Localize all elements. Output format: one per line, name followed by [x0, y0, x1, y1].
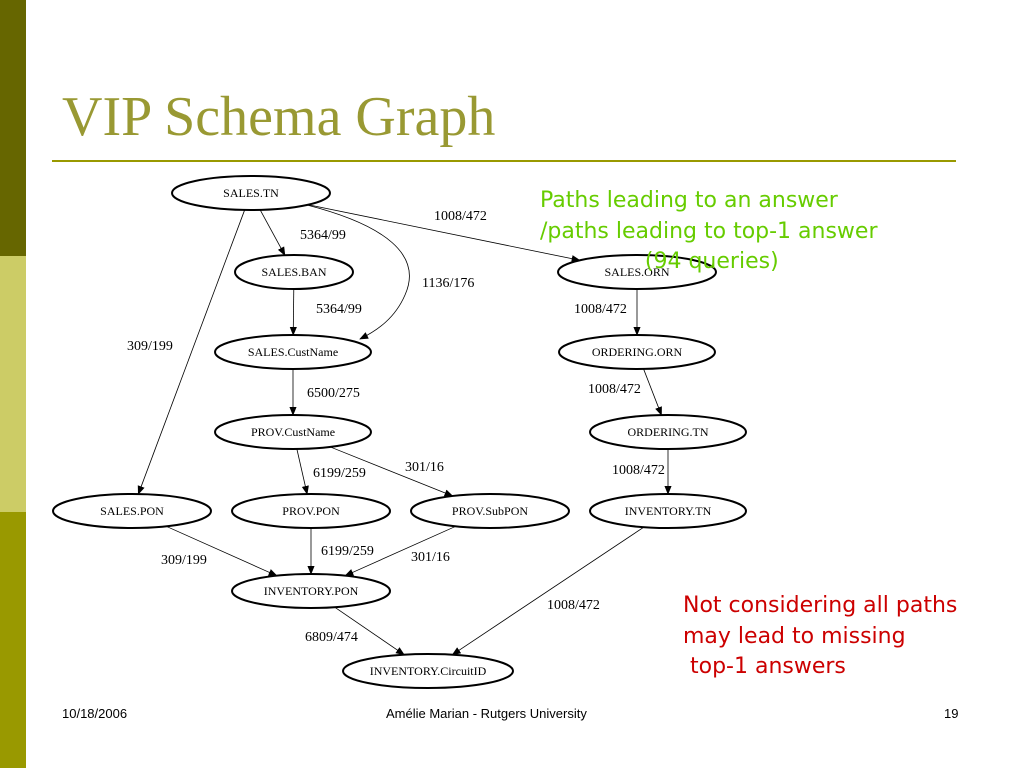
node-label: INVENTORY.TN [625, 504, 712, 518]
node-label: INVENTORY.CircuitID [370, 664, 487, 678]
node-ellipse [234, 254, 354, 290]
node-label: PROV.CustName [251, 425, 335, 439]
edge-label-prov-custname-to-prov-pon: 6199/259 [313, 466, 366, 481]
node-sales-custname: SALES.CustName [214, 334, 372, 370]
edge-label-sales-tn-to-sales-custname: 1136/176 [422, 276, 474, 291]
edge-label-inventory-tn-to-inventory-circuitid: 1008/472 [547, 598, 600, 613]
node-sales-orn: SALES.ORN [557, 254, 717, 290]
node-label: SALES.ORN [604, 265, 669, 279]
node-label: ORDERING.ORN [592, 345, 683, 359]
edge-label-prov-custname-to-prov-subpon: 301/16 [405, 460, 444, 475]
edge-inventory-tn-to-inventory-circuitid [451, 526, 644, 656]
node-label: SALES.PON [100, 504, 164, 518]
slide-title: VIP Schema Graph [62, 86, 496, 148]
edge-label-sales-pon-to-inventory-pon: 309/199 [161, 553, 207, 568]
node-ellipse [558, 334, 716, 370]
node-ellipse [214, 334, 372, 370]
node-ellipse [410, 493, 570, 529]
node-ellipse [52, 493, 212, 529]
edge-sales-tn-to-sales-ban [259, 209, 286, 256]
edge-prov-custname-to-prov-pon [296, 448, 309, 495]
edge-sales-tn-to-sales-custname [306, 204, 410, 340]
warning-note: Not considering all paths may lead to mi… [683, 593, 958, 679]
edge-label-prov-pon-to-inventory-pon: 6199/259 [321, 544, 374, 559]
node-ellipse [231, 573, 391, 609]
node-prov-pon: PROV.PON [231, 493, 391, 529]
node-label: INVENTORY.PON [264, 584, 359, 598]
sidebar-segment-dark [0, 0, 26, 256]
edge-sales-tn-to-sales-pon [137, 209, 246, 495]
node-ellipse [557, 254, 717, 290]
footer-page-number: 19 [944, 706, 959, 721]
edge-label-ordering-tn-to-inventory-tn: 1008/472 [612, 463, 665, 478]
edge-label-inventory-pon-to-inventory-circuitid: 6809/474 [305, 630, 358, 645]
edge-prov-subpon-to-inventory-pon [344, 525, 456, 577]
sidebar-segment-light [0, 256, 26, 512]
node-label: PROV.SubPON [452, 504, 528, 518]
edge-label-sales-ban-to-sales-custname: 5364/99 [316, 302, 362, 317]
node-inventory-circuitid: INVENTORY.CircuitID [342, 653, 514, 689]
edge-label-sales-custname-to-prov-custname: 6500/275 [307, 386, 360, 401]
node-label: SALES.TN [223, 186, 279, 200]
node-ellipse [231, 493, 391, 529]
edge-sales-ban-to-sales-custname [289, 288, 297, 336]
edge-label-sales-tn-to-sales-orn: 1008/472 [434, 209, 487, 224]
sidebar-segment-mid [0, 512, 26, 768]
node-sales-ban: SALES.BAN [234, 254, 354, 290]
node-prov-subpon: PROV.SubPON [410, 493, 570, 529]
node-label: PROV.PON [282, 504, 340, 518]
node-sales-pon: SALES.PON [52, 493, 212, 529]
node-inventory-pon: INVENTORY.PON [231, 573, 391, 609]
edge-inventory-pon-to-inventory-circuitid [334, 606, 405, 656]
edge-sales-tn-to-sales-orn [308, 204, 581, 263]
node-ellipse [171, 175, 331, 211]
footer-date: 10/18/2006 [62, 706, 128, 721]
paths-note: Paths leading to an answer /paths leadin… [540, 188, 878, 274]
node-label: SALES.BAN [261, 265, 326, 279]
node-label: SALES.CustName [248, 345, 338, 359]
edge-ordering-orn-to-ordering-tn [643, 368, 662, 416]
node-inventory-tn: INVENTORY.TN [589, 493, 747, 529]
node-ellipse [589, 493, 747, 529]
edge-label-sales-tn-to-sales-pon: 309/199 [127, 339, 173, 354]
edge-label-ordering-orn-to-ordering-tn: 1008/472 [588, 382, 641, 397]
footer-author: Amélie Marian - Rutgers University [386, 706, 587, 721]
node-label: ORDERING.TN [628, 425, 709, 439]
edge-prov-custname-to-prov-subpon [330, 446, 454, 497]
edge-label-prov-subpon-to-inventory-pon: 301/16 [411, 550, 450, 565]
node-ellipse [342, 653, 514, 689]
node-ellipse [589, 414, 747, 450]
sidebar-decoration [0, 0, 26, 768]
node-ellipse [214, 414, 372, 450]
node-sales-tn: SALES.TN [171, 175, 331, 211]
node-ordering-orn: ORDERING.ORN [558, 334, 716, 370]
edge-label-sales-orn-to-ordering-orn: 1008/472 [574, 302, 627, 317]
node-prov-custname: PROV.CustName [214, 414, 372, 450]
title-underline [52, 160, 956, 162]
edge-label-sales-tn-to-sales-ban: 5364/99 [300, 228, 346, 243]
edge-sales-pon-to-inventory-pon [166, 525, 278, 577]
node-ordering-tn: ORDERING.TN [589, 414, 747, 450]
